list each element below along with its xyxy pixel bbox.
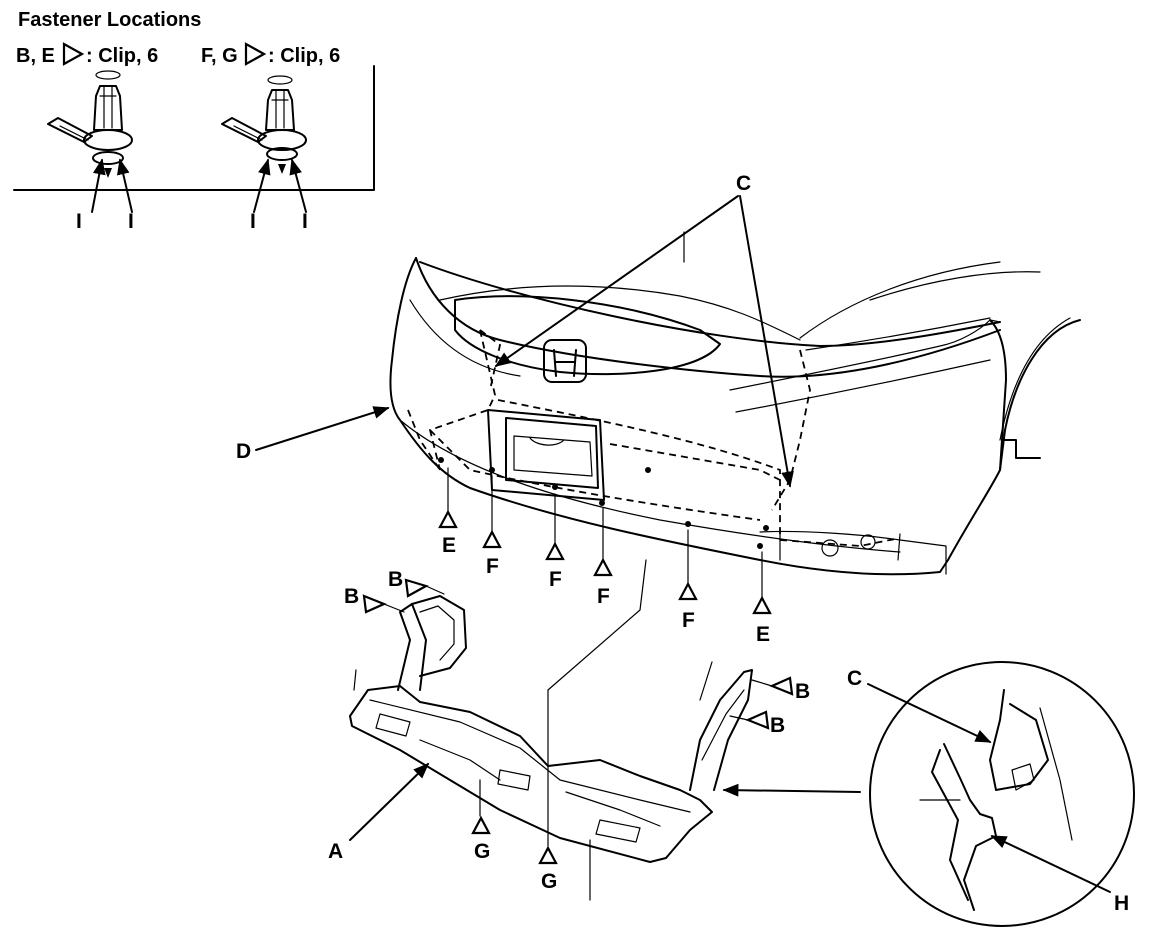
label-f: F (597, 585, 610, 608)
label-g: G (541, 870, 557, 893)
triangle-marker-icon (404, 578, 429, 598)
triangle-marker-icon (593, 557, 613, 577)
label-g: G (474, 840, 490, 863)
label-f: F (682, 609, 695, 632)
triangle-marker-icon (244, 42, 267, 66)
bumper-fastener-markers: E F F F F E (438, 467, 772, 646)
legend-fg-letters: F, G (201, 45, 238, 67)
splash-shield (349, 559, 753, 901)
label-b: B (795, 680, 810, 703)
detail-callout (722, 661, 1135, 927)
detail-circle (869, 661, 1135, 927)
leader-line (255, 406, 390, 451)
label-i: I (128, 210, 134, 233)
label-b: B (388, 568, 403, 591)
legend-be-suffix: : Clip, 6 (86, 45, 158, 67)
label-i: I (250, 210, 256, 233)
legend-fg-suffix: : Clip, 6 (268, 45, 340, 67)
front-bumper (389, 257, 1081, 576)
label-f: F (549, 568, 562, 591)
legend-clip-be: B, E : Clip, 6 (16, 42, 158, 67)
triangle-marker-icon (752, 595, 772, 615)
triangle-marker-icon (545, 541, 565, 561)
label-a: A (328, 840, 343, 863)
label-b: B (344, 585, 359, 608)
label-i: I (302, 210, 308, 233)
clip-illustration-be (47, 70, 133, 213)
g-fastener-markers: G G (471, 815, 558, 893)
label-c: C (736, 172, 751, 195)
triangle-marker-icon (482, 529, 502, 549)
label-h: H (1114, 892, 1129, 915)
b-fastener-markers: B B B B (344, 568, 810, 737)
leader-line (990, 835, 1111, 893)
leader-line (739, 195, 794, 488)
clip-illustration-fg (221, 75, 307, 213)
triangle-marker-icon (769, 676, 794, 696)
triangle-marker-icon (62, 42, 85, 66)
label-c: C (847, 667, 862, 690)
triangle-marker-icon (745, 710, 770, 730)
leader-line (867, 683, 992, 743)
label-b: B (770, 714, 785, 737)
triangle-marker-icon (538, 845, 558, 865)
label-e: E (442, 534, 456, 557)
label-e: E (756, 623, 770, 646)
leader-line (349, 762, 430, 841)
triangle-marker-icon (438, 509, 458, 529)
legend-clip-fg: F, G : Clip, 6 (201, 42, 340, 67)
triangle-marker-icon (678, 581, 698, 601)
label-f: F (486, 555, 499, 578)
legend-be-letters: B, E (16, 45, 55, 67)
triangle-marker-icon (362, 594, 387, 614)
label-i: I (76, 210, 82, 233)
legend-box-border (13, 65, 375, 191)
triangle-marker-icon (471, 815, 491, 835)
detail-arrow (722, 783, 861, 797)
label-d: D (236, 440, 251, 463)
leader-line (494, 195, 739, 367)
diagram-title: Fastener Locations (18, 9, 201, 31)
